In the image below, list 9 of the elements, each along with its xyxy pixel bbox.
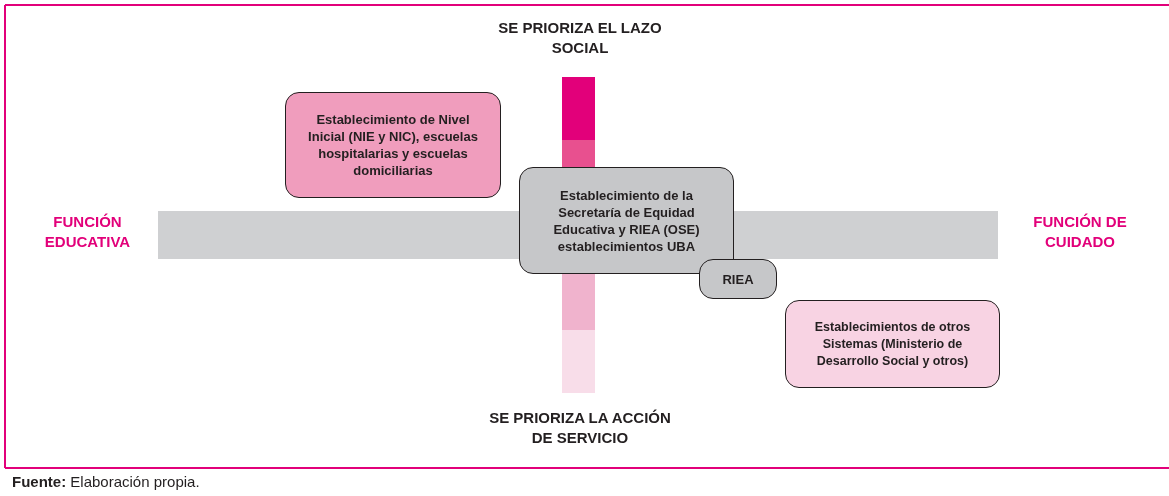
axis-label: FUNCIÓN EDUCATIVA [43,212,132,252]
axis-label: SE PRIORIZA LA ACCIÓN DE SERVICIO [488,408,672,448]
category-box: Establecimiento de Nivel Inicial (NIE y NIC), escuelas hospitalarias y escuelas domiciliarias [285,92,501,198]
category-box: RIEA [699,259,777,299]
axis-label: SE PRIORIZA EL LAZO SOCIAL [497,18,663,58]
category-box: Establecimiento de la Secretaría de Equidad Educativa y RIEA (OSE) establecimientos UBA [519,167,734,274]
source-note: Fuente: Elaboración propia. [12,473,200,490]
category-box: Establecimientos de otros Sistemas (Ministerio de Desarrollo Social y otros) [785,300,1000,388]
axis-label: FUNCIÓN DE CUIDADO [1032,212,1128,252]
